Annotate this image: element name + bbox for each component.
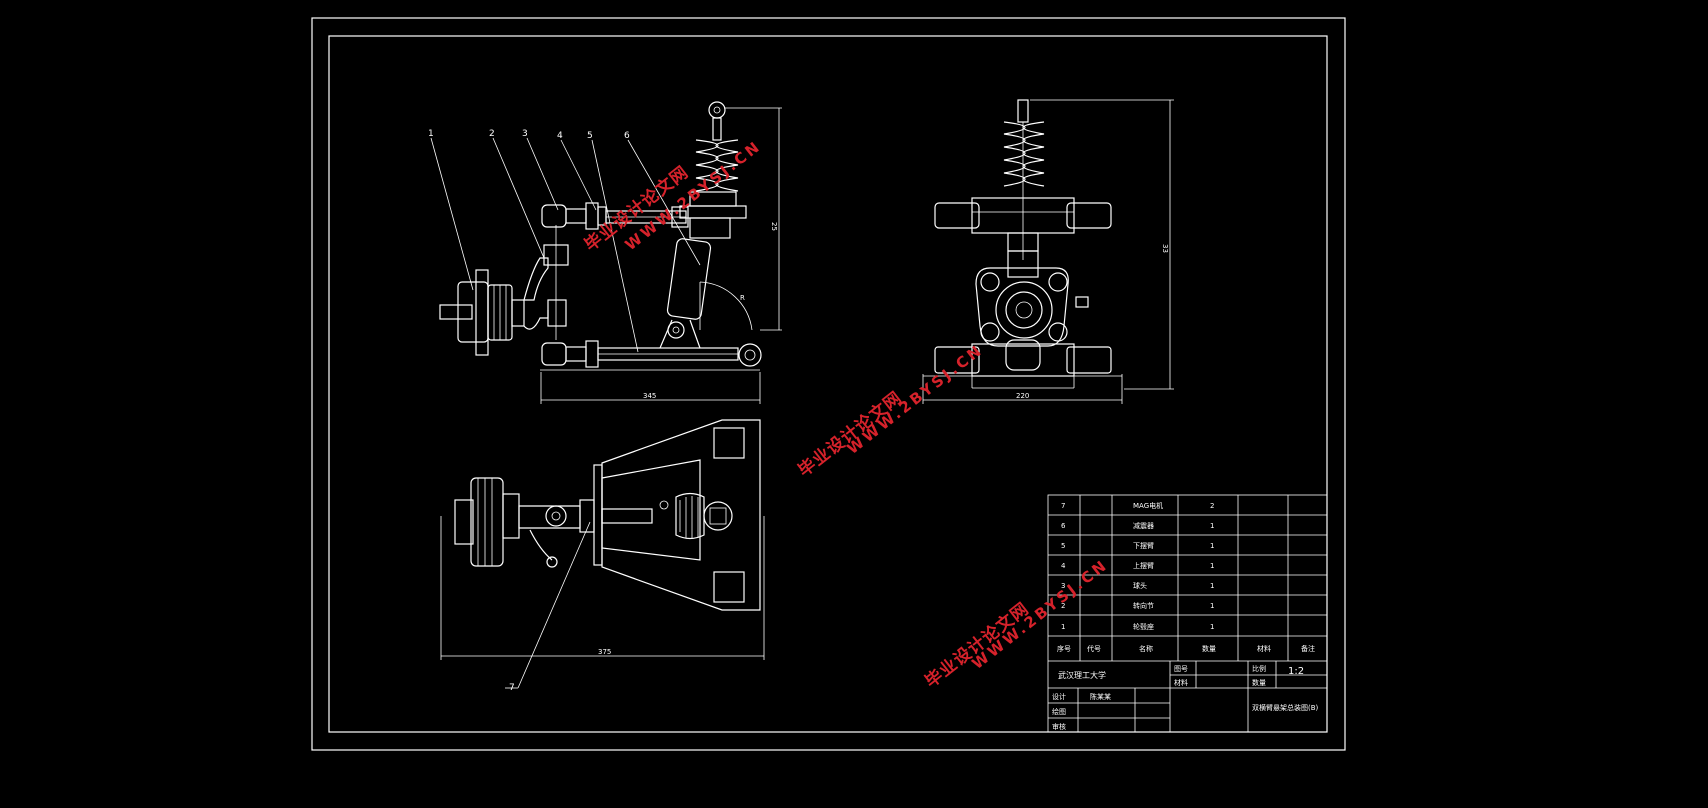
inner-border: [328, 35, 1328, 733]
label-6: 6: [624, 131, 630, 141]
dim-front-width: 345: [643, 392, 656, 400]
front-view: 1 2 3 4 5 6 345 25 R: [428, 101, 782, 404]
header-code: 代号: [1087, 644, 1101, 653]
part-no-4: 4: [1061, 562, 1066, 570]
plan-view: 375 7: [440, 419, 765, 693]
scale-label: 比例: [1252, 664, 1266, 673]
header-material: 材料: [1257, 644, 1271, 653]
header-qty: 数量: [1202, 644, 1216, 653]
dim-side-width: 220: [1016, 392, 1029, 400]
part-no-2: 2: [1061, 602, 1065, 610]
steering-knuckle: [523, 225, 569, 340]
part-no-7: 7: [1061, 502, 1065, 510]
header-note: 备注: [1301, 644, 1315, 653]
part-qty-7: 2: [1210, 502, 1214, 510]
wheel-hub: [439, 269, 525, 356]
watermark-2: 毕业设计论文网 WWW.2BYSJ.CN: [794, 340, 987, 481]
school-name: 武汉理工大学: [1058, 670, 1106, 680]
sheet-label: 图号: [1174, 665, 1188, 673]
dim-front-height: 25: [770, 222, 778, 231]
dim-side-height: 33: [1161, 244, 1169, 253]
part-no-6: 6: [1061, 522, 1066, 530]
label-5: 5: [587, 131, 593, 141]
label-2: 2: [489, 129, 495, 139]
watermark-2-cn: 毕业设计论文网: [794, 387, 906, 481]
design-label: 设计: [1052, 692, 1066, 701]
part-name-1: 轮毂座: [1133, 622, 1154, 631]
watermark-2-url: WWW.2BYSJ.CN: [844, 340, 987, 457]
scale-value: 1:2: [1288, 666, 1304, 677]
watermark-3-cn: 毕业设计论文网: [921, 598, 1033, 692]
part-qty-6: 1: [1210, 522, 1214, 530]
lower-arm: [540, 340, 762, 371]
dim-plan-width: 375: [598, 648, 611, 656]
part-name-4: 上摆臂: [1133, 561, 1154, 570]
side-view: 220 33: [922, 99, 1174, 404]
part-no-3: 3: [1061, 582, 1065, 590]
part-name-3: 球头: [1133, 581, 1147, 590]
draw-label: 绘图: [1052, 707, 1066, 716]
dim-front-radius: R: [740, 294, 745, 302]
part-name-5: 下摆臂: [1133, 541, 1154, 550]
title-block: 7 MAG电机 2 6 减震器 1 5 下摆臂 1 4 上摆臂 1 3 球头 1…: [1047, 494, 1328, 733]
part-no-5: 5: [1061, 542, 1065, 550]
front-leaders: 1 2 3 4 5 6: [428, 129, 701, 353]
designer-name: 陈某某: [1090, 692, 1111, 701]
front-dimensions: 345 25 R: [540, 107, 782, 404]
part-qty-3: 1: [1210, 582, 1214, 590]
label-1: 1: [428, 129, 434, 139]
part-qty-2: 1: [1210, 602, 1214, 610]
label-4: 4: [557, 131, 563, 141]
qty-label: 数量: [1252, 678, 1266, 687]
material-label: 材料: [1174, 678, 1188, 687]
part-qty-1: 1: [1210, 623, 1214, 631]
part-no-1: 1: [1061, 623, 1065, 631]
label-3: 3: [522, 129, 528, 139]
part-name-2: 转向节: [1133, 601, 1154, 610]
part-qty-4: 1: [1210, 562, 1214, 570]
shock-absorber: [659, 101, 753, 349]
watermark-3-url: WWW.2BYSJ.CN: [969, 556, 1112, 673]
part-name-7: MAG电机: [1133, 501, 1163, 510]
part-name-6: 减震器: [1133, 521, 1154, 530]
outer-border: [311, 17, 1346, 751]
header-name: 名称: [1139, 644, 1153, 653]
part-qty-5: 1: [1210, 542, 1214, 550]
label-7: 7: [509, 683, 515, 693]
review-label: 审核: [1052, 722, 1066, 731]
drawing-title: 双横臂悬架总装图(B): [1252, 703, 1319, 712]
header-no: 序号: [1057, 644, 1071, 653]
